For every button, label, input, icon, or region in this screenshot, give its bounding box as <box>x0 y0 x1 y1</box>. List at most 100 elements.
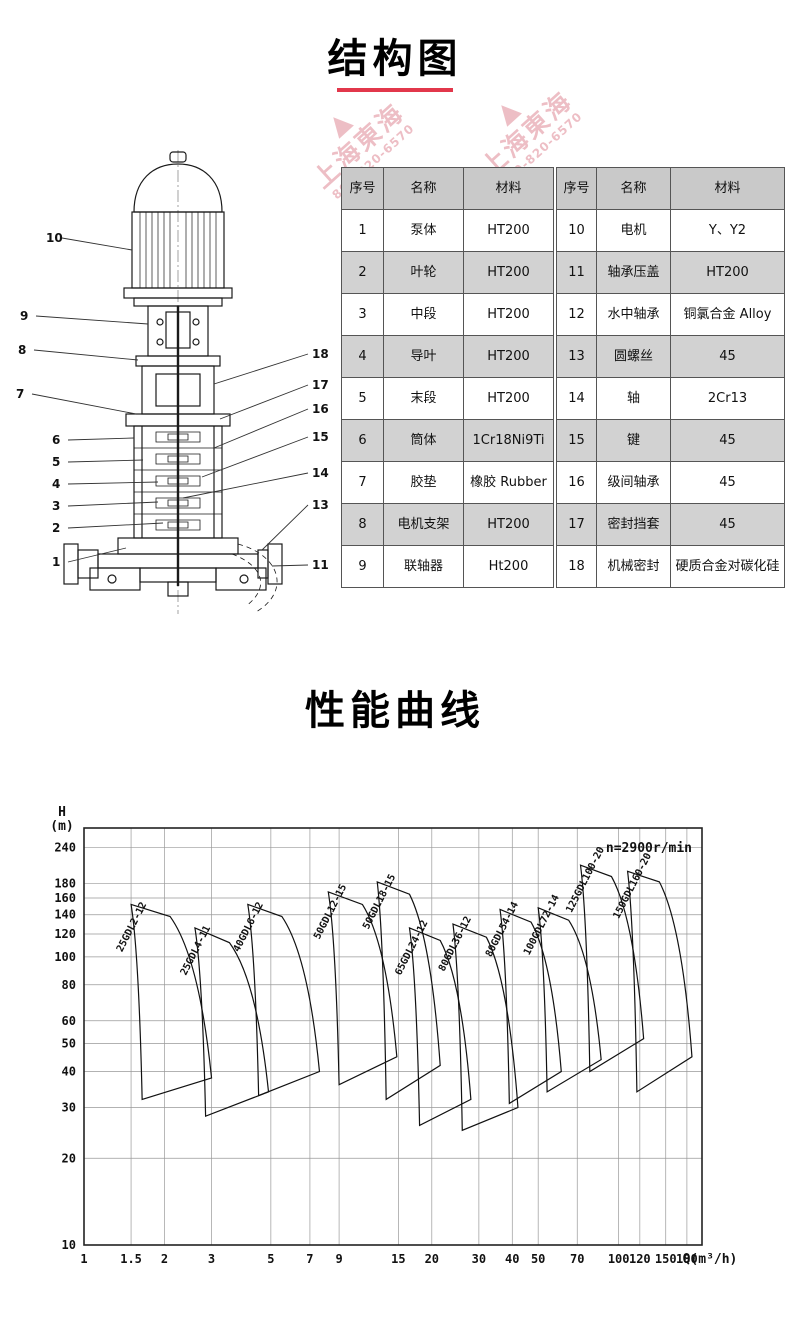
pump-envelope <box>130 903 213 1101</box>
pump-envelope <box>626 870 693 1093</box>
table-cell: 轴 <box>596 377 671 420</box>
callout-number: 10 <box>46 231 63 245</box>
y-tick-label: 80 <box>62 978 76 992</box>
column-header: 材料 <box>670 167 785 210</box>
x-tick-label: 7 <box>306 1252 313 1266</box>
curve-label: 80GDL54-14 <box>484 900 521 959</box>
curve-label: 65GDL24-12 <box>393 919 430 978</box>
x-tick-label: 180 <box>676 1252 698 1266</box>
y-tick-label: 240 <box>54 840 76 854</box>
table-cell: 叶轮 <box>383 251 464 294</box>
pump-envelope <box>376 880 441 1101</box>
x-tick-label: 9 <box>335 1252 342 1266</box>
table-cell: 6 <box>341 419 384 462</box>
callout-leader-line <box>271 564 309 567</box>
table-cell: HT200 <box>463 251 554 294</box>
table-cell: 泵体 <box>383 209 464 252</box>
table-cell: 圆螺丝 <box>596 335 671 378</box>
chart-frame <box>83 827 703 1246</box>
section-title-structure: 结构图 <box>327 36 463 82</box>
table-cell: 3 <box>341 293 384 336</box>
table-cell: HT200 <box>463 503 554 546</box>
x-tick-label: 100 <box>608 1252 630 1266</box>
x-tick-label: 1.5 <box>120 1252 142 1266</box>
x-tick-label: 3 <box>208 1252 215 1266</box>
curve-label: 150GDL160-20 <box>611 851 654 920</box>
table-cell: 电机 <box>596 209 671 252</box>
table-cell: 键 <box>596 419 671 462</box>
callout-leader-line <box>67 481 159 485</box>
pump-envelope <box>452 923 519 1132</box>
curve-label: 125GDL100-20 <box>564 845 607 914</box>
y-tick-label: 10 <box>62 1238 76 1252</box>
pump-envelope <box>537 906 602 1093</box>
y-axis-unit: (m) <box>50 819 73 834</box>
x-tick-label: 70 <box>570 1252 584 1266</box>
y-tick-label: 40 <box>62 1065 76 1079</box>
table-cell: 12 <box>556 293 597 336</box>
callout-leader-line <box>213 408 309 449</box>
table-cell: 末段 <box>383 377 464 420</box>
table-cell: 17 <box>556 503 597 546</box>
pump-envelope <box>327 891 398 1086</box>
table-cell: 导叶 <box>383 335 464 378</box>
x-tick-label: 2 <box>161 1252 168 1266</box>
curve-label: 50GDL12-15 <box>312 883 349 942</box>
callout-number: 5 <box>52 455 60 469</box>
column-header: 材料 <box>463 167 554 210</box>
callout-leader-line <box>201 436 309 478</box>
callout-leader-line <box>213 353 309 385</box>
column-header: 名称 <box>596 167 671 210</box>
callout-leader-line <box>31 393 137 415</box>
table-cell: 45 <box>670 503 785 546</box>
y-tick-label: 100 <box>54 950 76 964</box>
pump-envelope <box>579 864 645 1073</box>
y-tick-label: 30 <box>62 1101 76 1115</box>
callout-number: 6 <box>52 433 60 447</box>
callout-number: 4 <box>52 477 60 491</box>
table-cell: 机械密封 <box>596 545 671 588</box>
table-cell: HT200 <box>463 377 554 420</box>
callout-leader-line <box>67 547 127 563</box>
callout-leader-line <box>261 504 309 551</box>
table-cell: 硬质合金对碳化硅 <box>670 545 785 588</box>
table-cell: 18 <box>556 545 597 588</box>
table-cell: 16 <box>556 461 597 504</box>
table-cell: 铜氯合金 Alloy <box>670 293 785 336</box>
table-cell: 10 <box>556 209 597 252</box>
callout-number: 14 <box>312 466 329 480</box>
column-header: 名称 <box>383 167 464 210</box>
y-axis-label: H <box>58 805 66 820</box>
speed-annotation: n=2900r/min <box>606 841 692 856</box>
table-cell: 联轴器 <box>383 545 464 588</box>
callout-number: 1 <box>52 555 60 569</box>
table-cell: 5 <box>341 377 384 420</box>
callout-number: 7 <box>16 387 24 401</box>
y-tick-label: 50 <box>62 1037 76 1051</box>
callout-number: 17 <box>312 378 329 392</box>
table-cell: 45 <box>670 335 785 378</box>
table-cell: 45 <box>670 419 785 462</box>
table-cell: Y、Y2 <box>670 209 785 252</box>
callout-leader-line <box>67 459 144 463</box>
table-cell: 4 <box>341 335 384 378</box>
table-cell: 45 <box>670 461 785 504</box>
curve-label: 50GDL18-15 <box>361 873 398 932</box>
y-tick-label: 20 <box>62 1151 76 1165</box>
table-cell: 7 <box>341 461 384 504</box>
x-axis-label: Q(m³/h) <box>683 1252 738 1267</box>
table-cell: 13 <box>556 335 597 378</box>
table-cell: 14 <box>556 377 597 420</box>
callout-number: 9 <box>20 309 28 323</box>
